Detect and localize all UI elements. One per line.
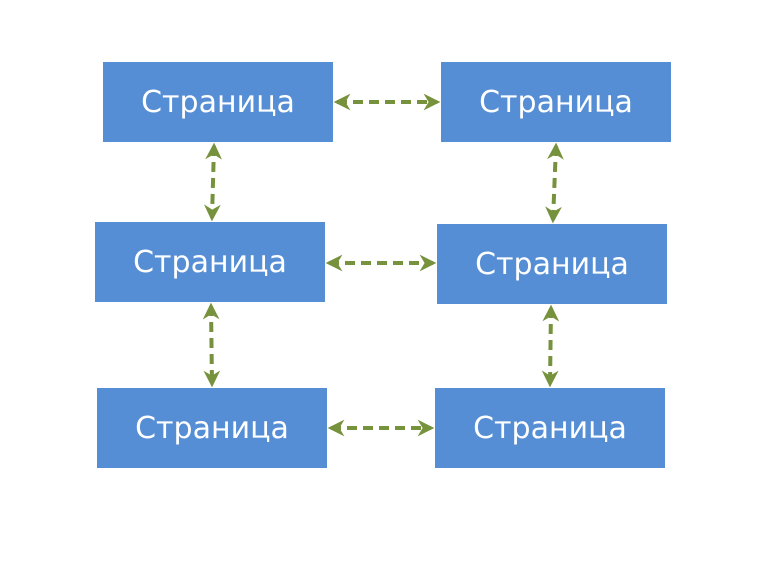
page-node: Страница [437,224,667,304]
page-node: Страница [97,388,327,468]
edge-n4-n6 [541,304,560,388]
edge-n2-n4 [545,142,564,224]
page-node: Страница [441,62,671,142]
page-node: Страница [103,62,333,142]
edge-n1-n3 [203,142,223,222]
edge-n3-n5 [202,302,221,388]
page-node: Страница [435,388,665,468]
page-node: Страница [95,222,325,302]
